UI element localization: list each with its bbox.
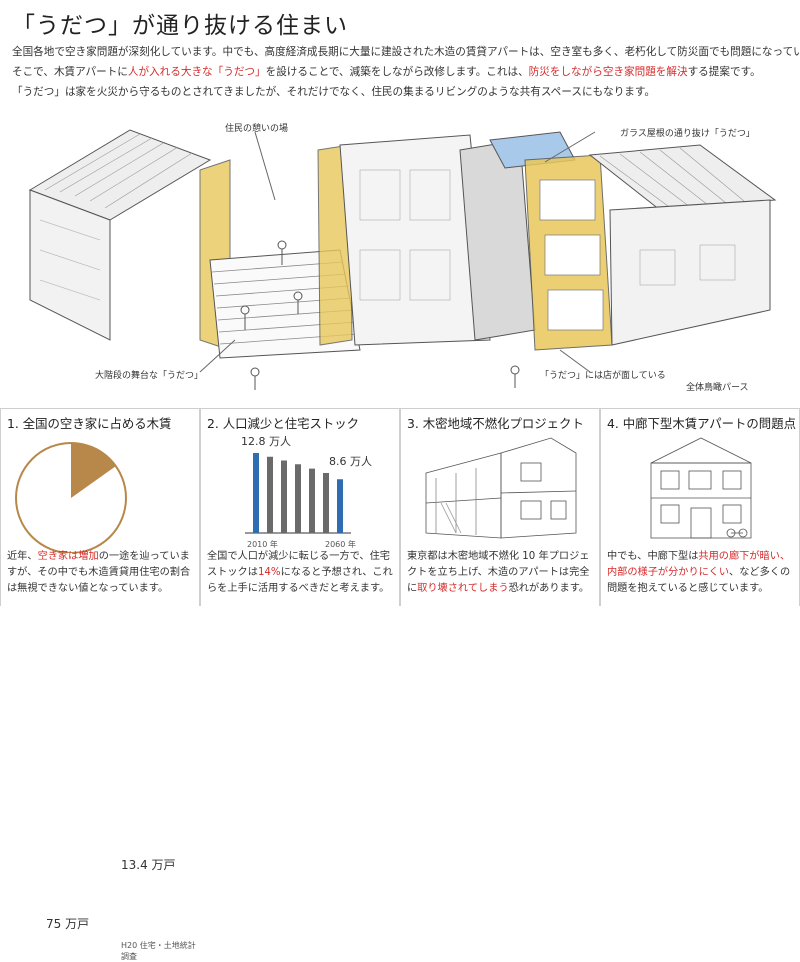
panel-4-text-c: 、など多くの問題を抱えていると感じています。 [607, 567, 791, 594]
intro-line-2-e: する提案です。 [687, 66, 761, 78]
panel-2-text-a: 全国で人口が減少に転じる一方で、住宅ストックは [207, 551, 390, 578]
apartment-sketch [425, 437, 577, 539]
panel-4-text-a: 中でも、中廊下型は [607, 551, 699, 562]
corridor-apartment-sketch [650, 437, 752, 539]
intro-line-2-highlight-2: 防災をしながら空き家問題を解決 [528, 66, 688, 78]
panel-2-text: 全国で人口が減少に転じる一方で、住宅ストックは14%になると予想され、これらを上… [207, 549, 399, 597]
page-title: 「うだつ」が通り抜ける住まい [12, 13, 348, 39]
panel-1-text-red: 空き家は増加 [37, 551, 99, 562]
panel-fireproof: 3. 木密地域不燃化プロジェクト 東京都は木密地域不燃化 10 年プロジェクトを… [400, 408, 600, 606]
right-building [609, 199, 771, 346]
intro-line-2-a: そこで、木賃アパートに [12, 66, 128, 78]
intro-line-2-highlight-1: 人が入れる大きな「うだつ」 [127, 66, 266, 78]
panel-2-text-c: になると予想され、これらを上手に活用するべきだと考えます。 [207, 567, 393, 594]
panel-corridor: 4. 中廊下型木賃アパートの問題点 中でも、中廊下型は共用の廊下が暗い、内部の様… [600, 408, 800, 606]
callout-glass-roof: ガラス屋根の通り抜け「うだつ」 [620, 129, 755, 139]
panel-2-title: 2. 人口減少と住宅ストック [207, 416, 360, 431]
callout-overview: 全体鳥瞰パース [686, 383, 749, 393]
intro-line-2: そこで、木賃アパートに人が入れる大きな「うだつ」を設けることで、減築をしながら改… [12, 64, 761, 79]
panel-3-title: 3. 木密地域不燃化プロジェクト [407, 416, 584, 431]
source-note: H20 住宅・土地統計調査 [121, 941, 196, 961]
panel-1-text: 近年、空き家は増加の一途を辿っていますが、その中でも木造賃貸用住宅の割合は無視で… [7, 549, 199, 597]
callout-residents: 住民の憩いの場 [225, 124, 289, 134]
panel-1-text-a: 近年、 [7, 551, 38, 562]
pie-small-slice [71, 443, 116, 498]
pie-label-small: 13.4 万戸 [121, 858, 176, 872]
intro-line-3: 「うだつ」は家を火災から守るものとされてきましたが、それだけでなく、住民の集まる… [12, 86, 656, 98]
person-5 [510, 365, 520, 375]
x-label-last: 2060 年 [325, 540, 356, 549]
right-roof [588, 144, 777, 211]
callout-stage: 大階段の舞台な「うだつ」 [95, 371, 204, 381]
bar-label-last: 8.6 万人 [329, 455, 372, 468]
bar-5 [323, 473, 329, 533]
left-building [29, 189, 111, 341]
panel-1-text-c: の一途を辿っていますが、その中でも木造賃貸用住宅の割合は無視できない値となってい… [7, 551, 191, 594]
panel-1-title: 1. 全国の空き家に占める木賃 [7, 416, 172, 431]
panel-2-text-red: 14% [257, 567, 281, 578]
bar-1 [267, 456, 273, 533]
panel-4-title: 4. 中廊下型木賃アパートの問題点 [607, 416, 796, 431]
panel-population: 2. 人口減少と住宅ストック 12.8 万人 8.6 万人 2010 年 206… [200, 408, 400, 606]
intro-line-2-c: を設けることで、減築をしながら改修します。これは、 [265, 66, 529, 78]
panel-3-text-a: 東京都は木密地域不燃化 10 年プロジェクトを立ち上げ、木造のアパートは完全に [407, 551, 590, 594]
panel-3-text-red: 取り壊されてしまう [417, 583, 509, 594]
panel-vacant-wood: 1. 全国の空き家に占める木賃 13.4 万戸 75 万戸 H20 住宅・土地統… [0, 408, 200, 961]
pie-chart [15, 442, 127, 553]
bar-chart [245, 453, 351, 534]
panel-3-text: 東京都は木密地域不燃化 10 年プロジェクトを立ち上げ、木造のアパートは完全に取… [407, 549, 599, 597]
bar-3 [295, 464, 301, 533]
person-4 [250, 367, 260, 377]
person-1 [277, 240, 287, 250]
bar-0 [253, 453, 259, 533]
intro-line-1: 全国各地で空き家問題が深刻化しています。中でも、高度経済成長期に大量に建設された… [12, 46, 800, 58]
panel-4-text: 中でも、中廊下型は共用の廊下が暗い、内部の様子が分かりにくい、など多くの問題を抱… [607, 549, 799, 597]
axonometric-illustration [28, 129, 777, 390]
center-building [339, 134, 491, 346]
callout-shop: 「うだつ」には店が面している [540, 371, 666, 381]
panel-4-text-red: 共用の廊下が暗い、内部の様子が分かりにくい [607, 551, 791, 578]
x-label-first: 2010 年 [247, 540, 278, 549]
bar-label-first: 12.8 万人 [241, 435, 291, 448]
pie-label-large: 75 万戸 [46, 917, 90, 931]
bar-4 [309, 468, 315, 533]
panel-3-text-c: 恐れがあります。 [508, 583, 590, 594]
bar-2 [281, 460, 287, 533]
bar-6 [337, 479, 343, 533]
